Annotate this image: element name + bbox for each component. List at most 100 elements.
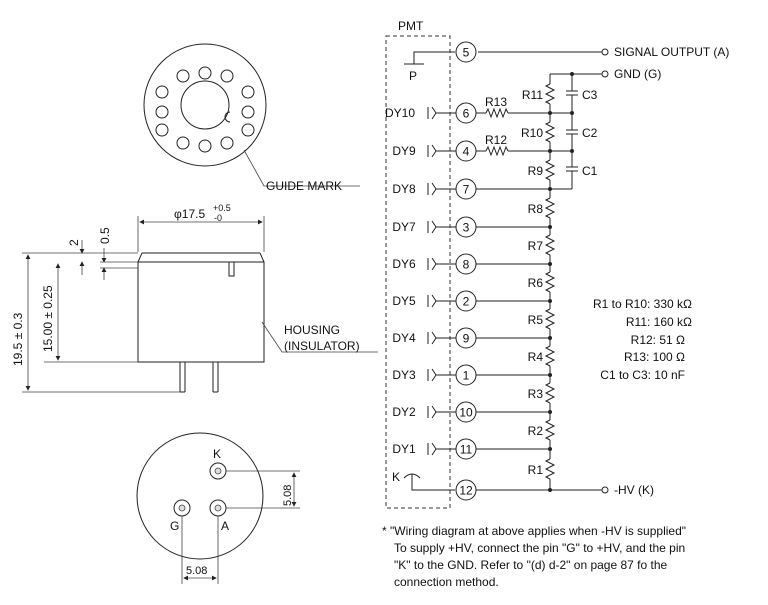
top-view-outline	[143, 43, 267, 167]
dy6-label: DY6	[392, 257, 416, 271]
dy9-label: DY9	[392, 144, 416, 158]
pin-7-number: 7	[463, 183, 470, 197]
footnote: * "Wiring diagram at above applies when …	[382, 524, 686, 589]
housing-body	[137, 261, 265, 363]
value-line: R1 to R10: 330 kΩ	[593, 297, 692, 311]
dy8-label: DY8	[392, 182, 416, 196]
guide-mark-leader	[243, 149, 360, 187]
socket-pin	[220, 136, 234, 150]
pin-11-number: 11	[460, 443, 473, 457]
pmt-label: PMT	[398, 19, 424, 33]
socket-pin	[220, 69, 234, 83]
r4-label: R4	[528, 350, 544, 364]
r10-label: R10	[521, 126, 543, 140]
socket-pin	[241, 123, 255, 137]
cathode-lead	[411, 474, 455, 491]
note-line: connection method.	[394, 575, 499, 589]
value-line: R13: 100 Ω	[624, 350, 685, 364]
pin-5-circle	[455, 41, 477, 63]
dy4-label: DY4	[392, 331, 416, 345]
signal-output-label: SIGNAL OUTPUT (A)	[614, 45, 729, 59]
r12-symbol	[485, 145, 509, 157]
value-line: C1 to C3: 10 nF	[600, 368, 685, 382]
wiring-diagram: PMT P K 5 DY10 6 DY9 4	[382, 19, 729, 589]
r6-label: R6	[528, 276, 544, 290]
r8-label: R8	[528, 202, 544, 216]
pin-a-label: A	[221, 519, 229, 533]
hv-label: -HV (K)	[614, 483, 654, 497]
housing-label-2: (INSULATOR)	[284, 339, 360, 353]
diameter-tol-upper: +0.5	[213, 203, 231, 213]
anode-lead	[413, 51, 455, 64]
note-line: "K" to the GND. Refer to "(d) d-2" on pa…	[394, 558, 668, 572]
housing-leader	[261, 321, 378, 353]
resistor-ladder	[544, 74, 556, 490]
pmt-box	[385, 35, 451, 509]
hv-terminal	[601, 486, 609, 494]
socket-pin	[155, 123, 169, 137]
top-view: GUIDE MARK	[143, 43, 360, 193]
pin-3-number: 3	[463, 221, 470, 235]
pin-12-number: 12	[459, 484, 473, 498]
r12-label: R12	[485, 133, 507, 147]
diameter-tol-lower: -0	[214, 213, 222, 223]
capacitor-column	[550, 72, 602, 190]
pin-column: 5 DY10 6 DY9 4 DY8 7 DY7	[385, 41, 602, 501]
pin-8-number: 8	[463, 258, 470, 272]
pin-1-number: 1	[463, 369, 470, 383]
housing-label-1: HOUSING	[284, 323, 340, 337]
pin-4-number: 4	[463, 145, 470, 159]
dim-05-label: 0.5	[98, 227, 112, 244]
note-line: To supply +HV, connect the pin "G" to +H…	[394, 541, 685, 555]
pin-9-number: 9	[463, 332, 470, 346]
gnd-label: GND (G)	[614, 67, 661, 81]
side-view: φ17.5 +0.5 -0 2 0.5 19.5 ± 0.3 15.00 ± 0…	[11, 203, 378, 393]
r7-label: R7	[528, 239, 544, 253]
socket-pin	[241, 105, 255, 119]
note-line: * "Wiring diagram at above applies when …	[382, 524, 686, 538]
r2-label: R2	[528, 424, 544, 438]
guide-mark-label: GUIDE MARK	[266, 179, 342, 193]
component-values: R1 to R10: 330 kΩ R11: 160 kΩ R12: 51 Ω …	[593, 297, 692, 382]
dy3-label: DY3	[392, 368, 416, 382]
height-body-label: 15.00 ± 0.25	[41, 285, 55, 352]
r13-label: R13	[485, 95, 507, 109]
r11-label: R11	[522, 88, 543, 102]
dim-2-label: 2	[67, 239, 81, 246]
pin-g-label: G	[170, 519, 179, 533]
dy7-label: DY7	[392, 220, 416, 234]
dy1-label: DY1	[392, 442, 416, 456]
guide-mark-notch	[224, 111, 231, 123]
bottom-view: K G A 5.08 5.08	[136, 432, 300, 584]
r1-label: R1	[528, 463, 544, 477]
r3-label: R3	[528, 387, 544, 401]
socket-pin	[198, 66, 212, 80]
r5-label: R5	[528, 313, 544, 327]
c3-label: C3	[582, 88, 598, 102]
r13-symbol	[485, 107, 509, 119]
anode-label: P	[409, 69, 417, 83]
pin-10-number: 10	[459, 406, 473, 420]
socket-pin	[155, 85, 169, 99]
top-view-center-boss	[180, 80, 230, 130]
signal-terminal	[601, 48, 609, 56]
socket-pin	[155, 105, 169, 119]
socket-pin	[176, 69, 190, 83]
diameter-label: φ17.5	[174, 207, 205, 221]
c2-label: C2	[582, 126, 598, 140]
cathode-label: K	[392, 470, 400, 484]
pitch-horizontal-label: 5.08	[186, 565, 207, 577]
gnd-terminal	[601, 70, 609, 78]
value-line: R11: 160 kΩ	[626, 315, 692, 329]
bottom-view-outline	[136, 432, 264, 560]
r9-label: R9	[528, 164, 544, 178]
value-line: R12: 51 Ω	[631, 333, 685, 347]
c1-label: C1	[582, 164, 598, 178]
pin-6-number: 6	[463, 107, 470, 121]
pitch-vertical-label: 5.08	[282, 485, 294, 506]
pin-k-label: K	[213, 447, 221, 461]
dy10-label: DY10	[385, 106, 415, 120]
socket-pin	[241, 85, 255, 99]
pin-5-number: 5	[463, 46, 470, 60]
